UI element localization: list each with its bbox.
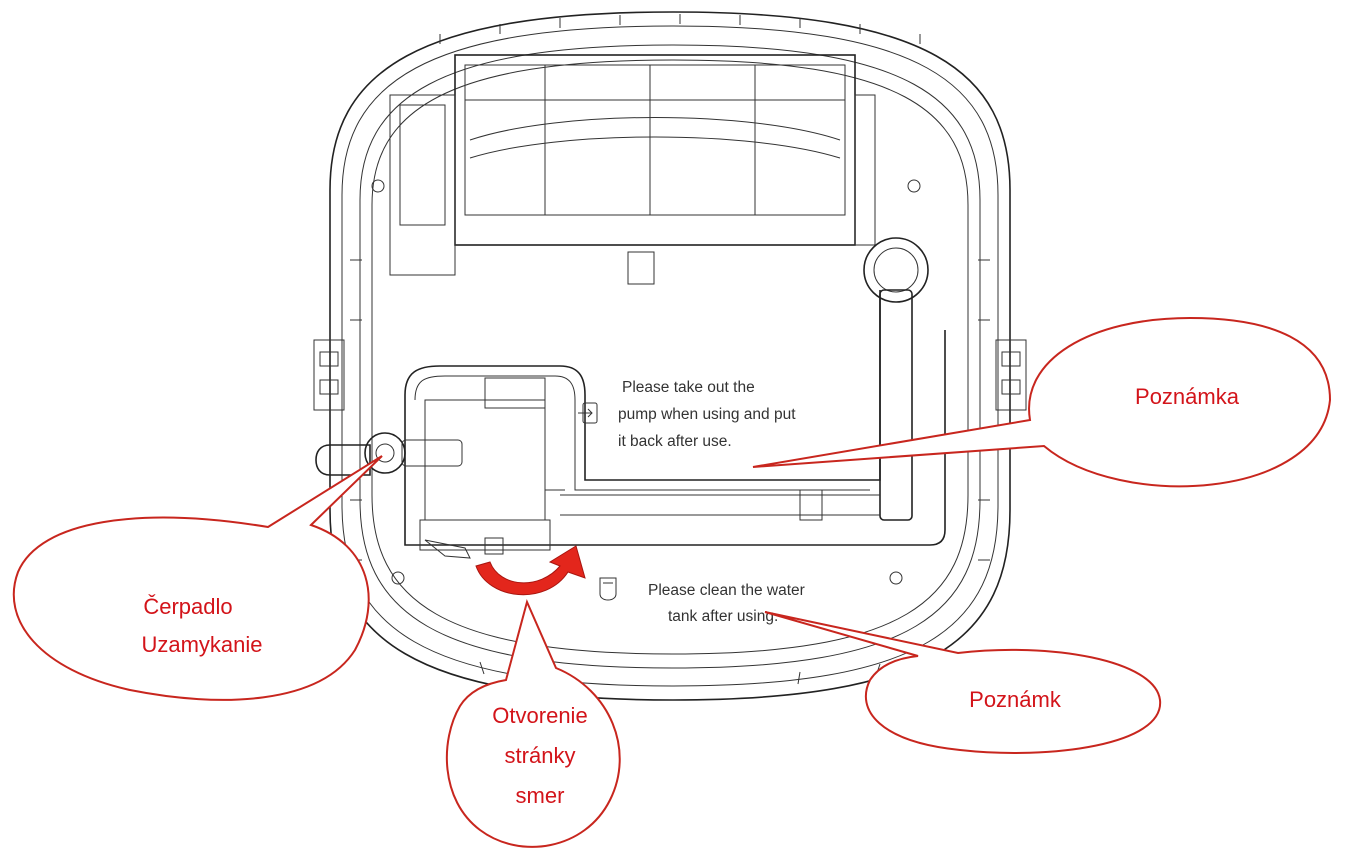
pump-lock-knob bbox=[315, 432, 463, 476]
callout-note-bottom-text: Poznámk bbox=[969, 687, 1062, 712]
tank-bay bbox=[391, 290, 946, 601]
tank-instruction: Please clean the water tank after using. bbox=[648, 582, 805, 625]
pump-icon bbox=[578, 402, 598, 424]
callout-pump-lock-text-1: Čerpadlo bbox=[143, 594, 232, 619]
callout-pump-lock: Čerpadlo Uzamykanie bbox=[12, 455, 383, 701]
svg-text:tank after using.: tank after using. bbox=[668, 608, 778, 625]
svg-text:pump when using and put: pump when using and put bbox=[618, 406, 796, 423]
latch-icon bbox=[627, 251, 655, 285]
callout-open-direction-text-2: stránky bbox=[505, 743, 576, 768]
tank-icon bbox=[599, 577, 617, 601]
svg-text:it back after use.: it back after use. bbox=[618, 433, 732, 450]
callout-note-top-text: Poznámka bbox=[1135, 384, 1240, 409]
callout-open-direction-text-3: smer bbox=[516, 783, 565, 808]
filter-grill bbox=[371, 54, 921, 285]
pump-instruction: Please take out the pump when using and … bbox=[618, 379, 796, 450]
callout-open-direction-text-1: Otvorenie bbox=[492, 703, 587, 728]
callout-note-top: Poznámka bbox=[752, 316, 1332, 488]
svg-text:Please clean the water: Please clean the water bbox=[648, 582, 805, 599]
callout-pump-lock-text-2: Uzamykanie bbox=[141, 632, 262, 657]
callout-open-direction: Otvorenie stránky smer bbox=[445, 598, 621, 848]
svg-text:Please take out the: Please take out the bbox=[622, 379, 755, 396]
open-direction-arrow bbox=[475, 545, 586, 596]
callout-note-bottom: Poznámk bbox=[764, 611, 1162, 754]
